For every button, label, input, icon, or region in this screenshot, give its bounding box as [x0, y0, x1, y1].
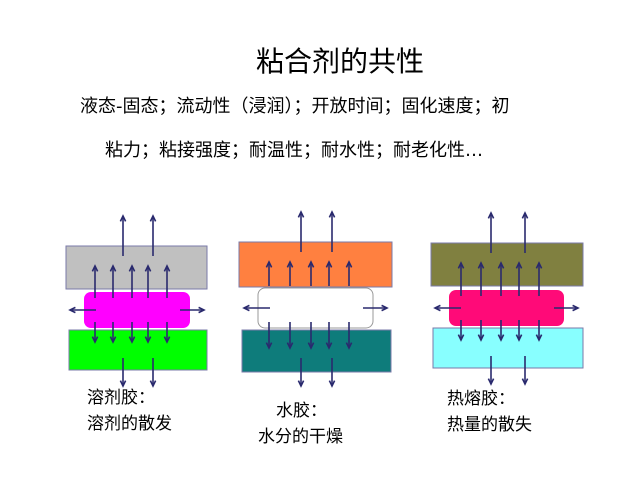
arrowhead-icon: [325, 342, 333, 350]
arrowhead-icon: [307, 260, 315, 268]
arrowhead-icon: [487, 378, 495, 386]
substrate-top: [65, 245, 208, 290]
caption-solvent: 溶剂胶： 溶剂的散发: [87, 385, 172, 437]
substrate-top: [430, 242, 584, 287]
arrowhead-icon: [497, 334, 505, 342]
adhesive-layer: [257, 287, 374, 329]
arrowhead-icon: [521, 378, 529, 386]
arrowhead-icon: [242, 304, 250, 312]
arrowhead-icon: [91, 336, 99, 344]
substrate-bottom: [432, 327, 584, 369]
arrowhead-icon: [433, 304, 441, 312]
arrowhead-icon: [68, 306, 76, 314]
arrowhead-icon: [381, 304, 389, 312]
arrowhead-icon: [297, 210, 305, 218]
arrowhead-icon: [535, 334, 543, 342]
arrowhead-icon: [128, 336, 136, 344]
arrowhead-icon: [144, 264, 152, 272]
caption-water-title: 水胶：: [276, 401, 327, 421]
substrate-bottom: [68, 329, 208, 371]
arrowhead-icon: [109, 336, 117, 344]
arrowhead-icon: [457, 261, 465, 269]
caption-hotmelt: 热熔胶： 热量的散失: [447, 386, 532, 438]
arrowhead-icon: [163, 264, 171, 272]
arrowhead-icon: [572, 304, 580, 312]
slide-title: 粘合剂的共性: [255, 45, 424, 78]
arrowhead-icon: [515, 261, 523, 269]
arrowhead-icon: [307, 342, 315, 350]
arrowhead-icon: [149, 214, 157, 222]
caption-solvent-desc: 溶剂的散发: [87, 414, 172, 434]
arrowhead-icon: [109, 264, 117, 272]
arrowhead-icon: [325, 260, 333, 268]
arrowhead-icon: [515, 334, 523, 342]
arrowhead-icon: [477, 334, 485, 342]
arrowhead-icon: [497, 261, 505, 269]
arrowhead-icon: [144, 336, 152, 344]
arrowhead-icon: [198, 306, 206, 314]
arrowhead-icon: [128, 264, 136, 272]
arrowhead-icon: [345, 260, 353, 268]
arrowhead-icon: [521, 211, 529, 219]
properties-line-2: 粘力；粘接强度；耐温性；耐水性；耐老化性…: [105, 140, 483, 161]
arrowhead-icon: [328, 380, 336, 388]
arrowhead-icon: [345, 342, 353, 350]
arrowhead-icon: [286, 260, 294, 268]
arrowhead-icon: [265, 260, 273, 268]
arrowhead-icon: [487, 211, 495, 219]
substrate-top: [238, 241, 393, 288]
arrowhead-icon: [477, 261, 485, 269]
arrowhead-icon: [265, 342, 273, 350]
arrowhead-icon: [328, 210, 336, 218]
caption-hotmelt-desc: 热量的散失: [447, 415, 532, 435]
caption-solvent-title: 溶剂胶：: [87, 388, 155, 408]
adhesive-layer: [84, 292, 190, 328]
caption-water: 水胶： 水分的干燥: [258, 398, 343, 450]
arrowhead-icon: [457, 334, 465, 342]
arrowhead-icon: [119, 380, 127, 388]
arrowhead-icon: [149, 380, 157, 388]
arrowhead-icon: [286, 342, 294, 350]
arrowhead-icon: [119, 214, 127, 222]
caption-water-desc: 水分的干燥: [258, 427, 343, 447]
substrate-bottom: [241, 329, 392, 373]
properties-line-1: 液态-固态；流动性（浸润）；开放时间；固化速度；初: [80, 96, 510, 117]
caption-hotmelt-title: 热熔胶：: [447, 389, 515, 409]
arrowhead-icon: [163, 336, 171, 344]
adhesive-layer: [449, 290, 564, 326]
arrowhead-icon: [297, 380, 305, 388]
arrowhead-icon: [535, 261, 543, 269]
arrowhead-icon: [91, 264, 99, 272]
